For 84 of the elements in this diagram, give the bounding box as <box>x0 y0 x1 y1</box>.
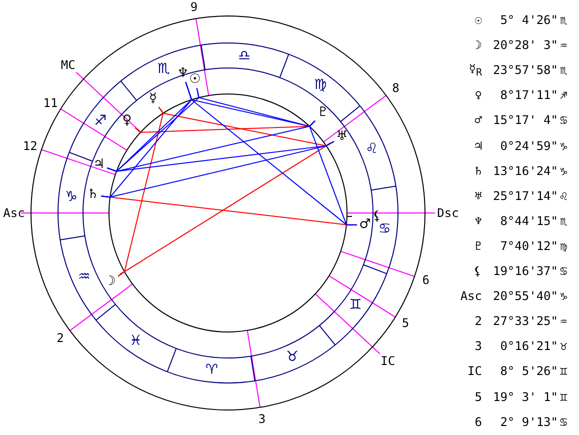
position-value: 2° 9'13" <box>500 414 558 429</box>
house-number: 11 <box>43 96 58 110</box>
position-value: 5° 4'26" <box>500 13 558 27</box>
point-symbol: 3 <box>474 339 482 354</box>
point-symbol: 5 <box>474 390 482 404</box>
point-symbol: 6 <box>474 414 482 429</box>
position-value: 8° 5'26" <box>500 364 558 378</box>
sign-symbol: ♋ <box>560 414 568 429</box>
zodiac-sign-glyph: ♓ <box>129 332 142 349</box>
planet-glyph: ☉ <box>187 72 203 88</box>
zodiac-sign-glyph: ♈ <box>205 362 218 378</box>
aspect-line <box>118 106 164 277</box>
point-symbol: ♄ <box>474 164 482 178</box>
point-symbol: 2 <box>474 314 482 328</box>
point-symbol: ☉ <box>474 13 482 27</box>
position-value: 8°44'15" <box>500 214 558 228</box>
position-value: 20°55'40" <box>492 289 558 304</box>
aspect-line <box>100 140 334 198</box>
planet-glyph: ☿ <box>145 91 161 107</box>
point-symbol: IC <box>468 364 482 378</box>
position-value: 19° 3' 1" <box>492 390 558 404</box>
position-value: 19°16'37" <box>492 264 558 278</box>
house-number: 12 <box>22 138 38 153</box>
point-symbol: ⚸ <box>473 264 482 278</box>
position-value: 27°33'25" <box>492 314 558 328</box>
angle-label: Asc <box>3 206 25 220</box>
sign-symbol: ♋ <box>560 264 568 278</box>
point-symbol: ♆ <box>474 214 482 228</box>
point-symbol: ♅ <box>474 188 482 203</box>
aspect-line <box>308 120 358 226</box>
position-value: 8°17'11" <box>500 88 558 102</box>
point-symbol: ☽ <box>474 38 482 52</box>
planet-glyph: ♃ <box>91 157 107 173</box>
planet-glyph: ♅ <box>334 129 350 145</box>
house-number: 2 <box>56 330 64 345</box>
zodiac-sign-glyph: ♊ <box>349 297 362 314</box>
zodiac-sign-glyph: ♉ <box>286 348 299 365</box>
point-symbol: ♃ <box>474 138 482 152</box>
sign-symbol: ♑ <box>560 164 568 178</box>
sign-symbol: ♍ <box>560 238 568 253</box>
sign-symbol: ♏ <box>560 13 568 27</box>
house-number: 3 <box>258 412 266 426</box>
house-number: 5 <box>402 316 410 330</box>
position-value: 0°24'59" <box>500 138 558 152</box>
point-symbol: ♀ <box>474 88 482 102</box>
angle-label: IC <box>380 354 396 368</box>
zodiac-sign-glyph: ♌ <box>366 140 378 157</box>
sign-symbol: ♋ <box>560 113 568 128</box>
sign-symbol: ♒ <box>560 314 568 328</box>
zodiac-sign-glyph: ♐ <box>94 112 107 129</box>
house-number: 8 <box>392 81 400 96</box>
point-symbol: ♂ <box>474 113 482 128</box>
sign-symbol: ♑ <box>560 289 568 304</box>
zodiac-sign-glyph: ♎ <box>238 48 251 64</box>
sign-symbol: ♊ <box>560 364 568 378</box>
zodiac-sign-glyph: ♏ <box>157 61 170 78</box>
angle-label: MC <box>60 58 76 72</box>
position-value: 7°40'12" <box>500 238 558 253</box>
position-value: 25°17'14" <box>492 188 558 203</box>
position-value: 15°17' 4" <box>492 113 558 128</box>
sign-symbol: ♏ <box>560 63 568 78</box>
house-number: 9 <box>190 0 198 14</box>
position-value: 20°28' 3" <box>492 38 558 52</box>
planet-glyph: ♄ <box>85 187 101 203</box>
sign-symbol: ♊ <box>560 390 568 404</box>
planet-glyph: ☽ <box>102 274 118 290</box>
point-symbol: Asc <box>460 289 482 304</box>
sign-symbol: ♐ <box>560 88 568 102</box>
sign-symbol: ♑ <box>560 138 568 152</box>
sign-symbol: ♒ <box>560 38 568 52</box>
sign-symbol: ♉ <box>560 339 568 354</box>
point-symbol: ♇ <box>474 238 482 253</box>
angle-label: Dsc <box>437 206 459 220</box>
house-number: 6 <box>422 273 430 288</box>
planet-glyph: ♇ <box>315 105 331 121</box>
zodiac-sign-glyph: ♑ <box>65 188 78 205</box>
sign-symbol: ♏ <box>560 214 568 228</box>
position-value: 0°16'21" <box>500 339 558 354</box>
point-symbol: ☿$_{R}$ <box>468 62 482 79</box>
zodiac-sign-glyph: ♍ <box>314 77 327 94</box>
sign-symbol: ♌ <box>560 188 568 203</box>
zodiac-sign-glyph: ♒ <box>78 269 90 286</box>
position-value: 13°16'24" <box>492 164 558 178</box>
position-value: 23°57'58" <box>492 63 558 78</box>
